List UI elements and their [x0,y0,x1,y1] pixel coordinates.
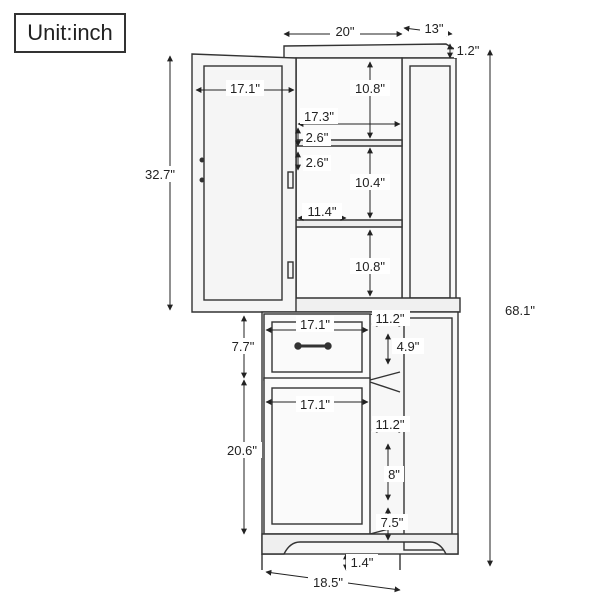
label-lower-shelf-gap: 10.8" [355,259,385,274]
label-top-depth: 13" [424,21,443,36]
label-cabinet-door-height: 20.6" [227,443,257,458]
label-door-height: 32.7" [145,167,175,182]
label-upper-shelf-gap: 10.8" [355,81,385,96]
label-drawer-depth: 11.2" [376,311,405,326]
label-middle-shelf-gap: 10.4" [355,175,385,190]
label-adjust-2: 2.6" [306,155,329,170]
label-top-width: 20" [335,24,354,39]
label-drawer-front-height: 7.7" [232,339,255,354]
label-shelf-depth: 11.4" [308,204,337,219]
label-cabinet-depth: 11.2" [376,417,405,432]
label-total-height: 68.1" [505,303,535,318]
label-base-width: 18.5" [313,575,343,590]
label-door-width: 17.1" [230,81,260,96]
label-drawer-inner-height: 4.9" [397,339,420,354]
label-cabinet-inner-height: 8" [388,467,400,482]
label-inner-width: 17.3" [304,109,334,124]
label-bottom-gap: 7.5" [381,515,404,530]
unit-label: Unit:inch [14,13,126,53]
label-adjust-1: 2.6" [306,130,329,145]
label-cabinet-inner-width: 17.1" [300,397,330,412]
dimension-labels: 20" 13" 1.2" 17.1" 10.8" 17.3" 2.6" 2.6"… [138,20,540,590]
label-leg-height: 1.4" [351,555,374,570]
label-drawer-width: 17.1" [300,317,330,332]
label-top-thickness: 1.2" [457,43,480,58]
